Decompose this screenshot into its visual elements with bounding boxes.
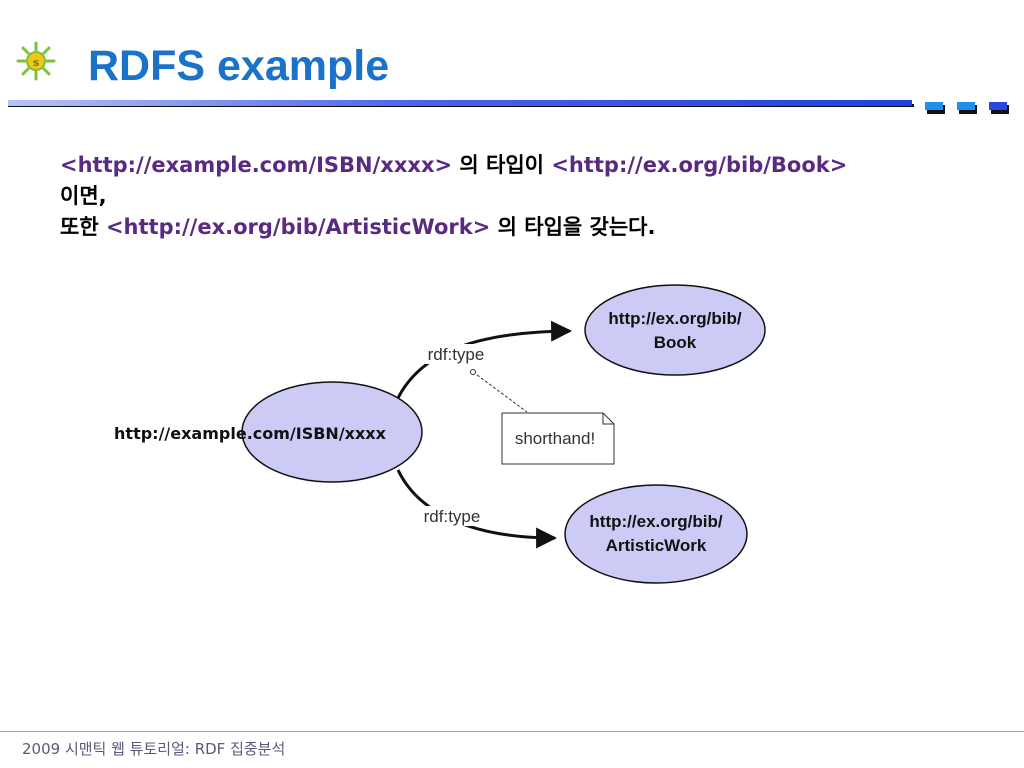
body-line-3: 또한 <http://ex.org/bib/ArtisticWork> 의 타입… [60,212,1000,243]
body-line-3-text-2: 의 타입을 갖는다. [497,215,656,239]
uri-artistic-work: <http://ex.org/bib/ArtisticWork> [105,215,491,239]
node-artistic-label-1: http://ex.org/bib/ [589,512,722,531]
note-shorthand: shorthand! [501,412,615,465]
edge-rdf-type-artistic [396,469,558,549]
node-artistic-work [564,484,748,584]
sun-logo-icon: s [16,41,56,81]
edge-rdf-type-book [396,320,573,399]
uri-isbn: <http://example.com/ISBN/xxxx> [60,153,453,177]
node-artistic-label-2: ArtisticWork [606,536,707,555]
slide-title: RDFS example [88,42,390,90]
bar-square-1 [925,102,945,114]
body-line-3-text-1: 또한 [60,215,99,239]
edge-label-bottom: rdf:type [424,507,481,526]
body-line-1: <http://example.com/ISBN/xxxx> 의 타입이 <ht… [60,150,1000,181]
footer-divider [0,731,1024,732]
note-connector-dot [470,369,476,375]
note-connector [472,371,528,413]
node-subject-label: http://example.com/ISBN/xxxx [114,424,387,443]
note-text: shorthand! [515,429,595,448]
edge-label-top: rdf:type [428,345,485,364]
title-underline-bar [8,100,1009,114]
bar-square-2 [957,102,977,114]
footer-text: 2009 시맨틱 웹 튜토리얼: RDF 집중분석 [22,740,286,758]
node-subject [241,381,423,483]
bar-square-3 [989,102,1009,114]
node-book-label-2: Book [654,333,697,352]
body-line-2: 이면, [60,184,107,208]
body-line-1-text: 의 타입이 [459,153,544,177]
uri-book: <http://ex.org/bib/Book> [551,153,848,177]
body-text: <http://example.com/ISBN/xxxx> 의 타입이 <ht… [60,150,1000,243]
node-book [584,284,766,376]
svg-text:s: s [33,56,40,69]
node-book-label-1: http://ex.org/bib/ [608,309,741,328]
